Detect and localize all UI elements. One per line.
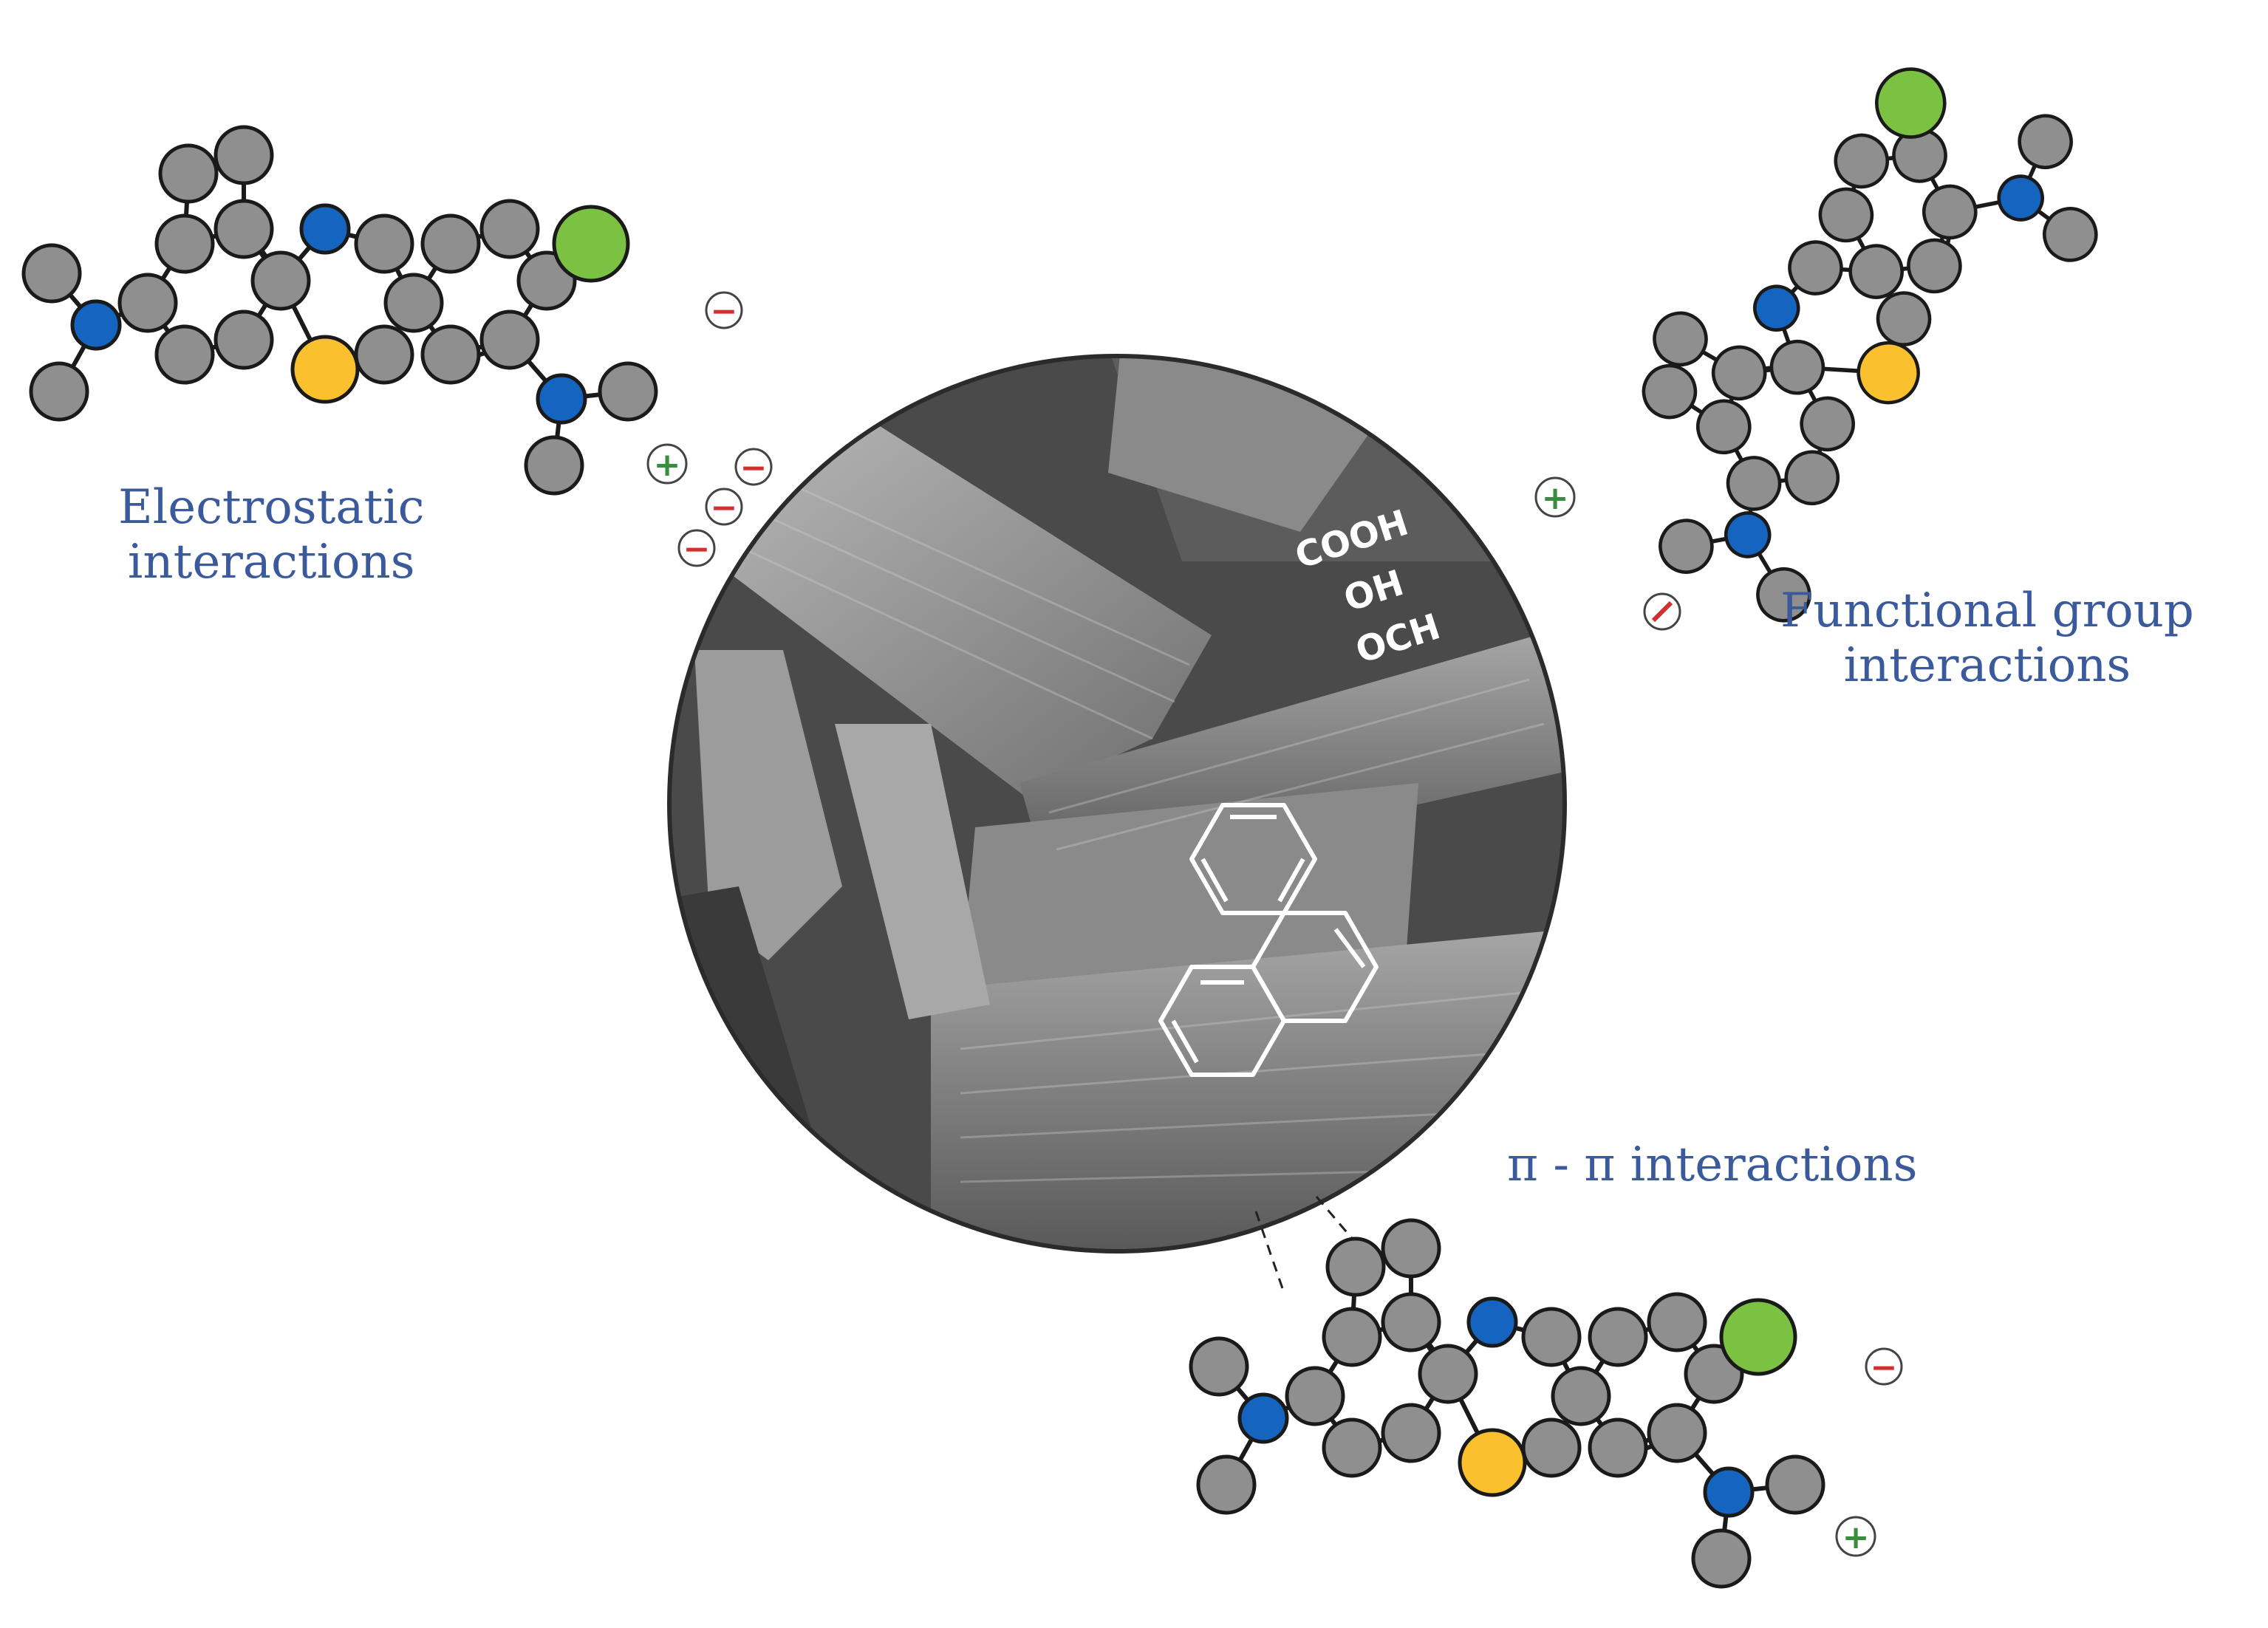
svg-text:+: +	[1842, 1519, 1870, 1556]
minus-charge-2	[1643, 592, 1681, 631]
charge-markers: − + − − − + − +	[646, 291, 1903, 1557]
svg-text:+: +	[654, 446, 681, 484]
svg-text:+: +	[1542, 479, 1569, 517]
methylene-blue-icon-electrostatic	[24, 127, 656, 493]
label-electrostatic-line2: interactions	[127, 535, 415, 589]
svg-text:−: −	[740, 449, 768, 487]
surface-minus-charges: − − −	[677, 448, 773, 568]
minus-charge-3: −	[1865, 1347, 1903, 1386]
plus-charge-1: +	[646, 443, 688, 485]
methylene-blue-icon-pi-pi	[1191, 1220, 1823, 1587]
plus-charge-3: +	[1835, 1516, 1876, 1557]
minus-charge-1: −	[705, 291, 743, 330]
label-functional-line2: interactions	[1843, 638, 2131, 693]
sem-micrograph	[667, 354, 1567, 1254]
svg-text:−: −	[711, 489, 738, 527]
label-electrostatic: Electrostatic interactions	[118, 480, 425, 589]
phenanthrene-structure-icon	[1158, 803, 1379, 1077]
plus-charge-2: +	[1534, 476, 1576, 518]
label-functional-line1: Functional group	[1780, 584, 2194, 638]
svg-text:−: −	[683, 530, 711, 568]
svg-text:−: −	[711, 293, 738, 330]
pi-pi-dashed-connectors	[1254, 1196, 1368, 1293]
label-pi-pi-text: π - π interactions	[1507, 1138, 1918, 1192]
svg-text:−: −	[1871, 1349, 1898, 1386]
methylene-blue-icon-functional	[1557, 0, 2139, 670]
label-pi-pi: π - π interactions	[1507, 1138, 1917, 1192]
label-functional-group: Functional group interactions	[1780, 584, 2194, 693]
label-electrostatic-line1: Electrostatic	[118, 480, 425, 535]
